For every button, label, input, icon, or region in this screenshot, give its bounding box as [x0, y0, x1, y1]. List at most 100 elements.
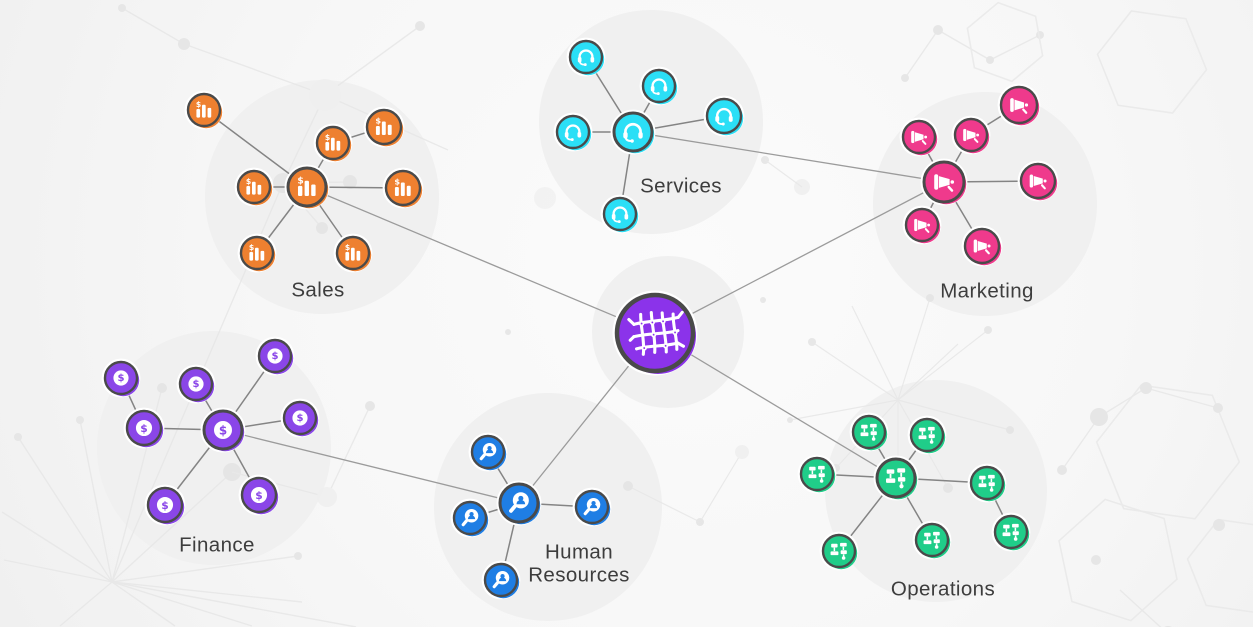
- marketing-node-3: [997, 83, 1041, 127]
- sales-node-4: $: [234, 167, 274, 207]
- marketing-node-6: [961, 225, 1003, 267]
- megaphone-icon: [911, 130, 928, 145]
- person-search-icon: [479, 442, 497, 461]
- flowchart-icon: [978, 474, 995, 492]
- operations-node-5: [991, 512, 1031, 552]
- svg-text:$: $: [117, 373, 124, 384]
- sales-node-2: $: [313, 123, 353, 163]
- megaphone-icon: [934, 174, 955, 192]
- marketing-label: Marketing: [940, 280, 1034, 303]
- headset-icon: [564, 124, 582, 142]
- sales-label: Sales: [291, 279, 344, 302]
- svg-text:$: $: [219, 424, 227, 438]
- operations-node-3: [797, 454, 837, 494]
- megaphone-icon: [914, 218, 931, 233]
- network-grid-icon: [627, 310, 686, 356]
- marketing-node-1: [899, 117, 939, 157]
- svg-text:$: $: [297, 176, 303, 186]
- hr-node-2: [450, 498, 490, 538]
- flowchart-icon: [1002, 523, 1019, 541]
- hr-label: Resources: [528, 564, 630, 587]
- marketing-node-2: [951, 115, 991, 155]
- finance-node-3: $: [176, 364, 216, 404]
- dollar-icon: $: [292, 410, 308, 426]
- finance-hub-node: $: [200, 407, 246, 453]
- megaphone-icon: [973, 239, 991, 255]
- services-hub-node: [610, 109, 656, 155]
- inter-cluster-links: [222, 131, 945, 504]
- operations-node-7: [819, 531, 859, 571]
- bar-chart-icon: $: [196, 100, 212, 118]
- svg-text:$: $: [192, 379, 199, 390]
- dollar-icon: $: [135, 419, 153, 437]
- svg-text:$: $: [255, 489, 262, 502]
- operations-label: Operations: [891, 578, 995, 601]
- sales-node-5: $: [382, 167, 424, 209]
- sales-node-6: $: [237, 233, 277, 273]
- flowchart-icon: [923, 531, 940, 549]
- marketing-hub-node: [920, 158, 968, 206]
- megaphone-icon: [1010, 98, 1029, 114]
- link-finance.0-to-hr.0: [222, 429, 520, 504]
- cluster-nodes: $ $ $ $ $ $ $ $ $ $ $ $ $ $ $ $: [101, 37, 1059, 600]
- operations-hub-node: [873, 455, 919, 501]
- svg-text:$: $: [394, 177, 400, 187]
- flowchart-icon: [830, 542, 847, 560]
- operations-node-4: [967, 463, 1007, 503]
- headset-icon: [650, 78, 668, 96]
- svg-text:$: $: [246, 177, 251, 186]
- services-node-4: [553, 112, 593, 152]
- hr-node-3: [572, 487, 612, 527]
- svg-text:$: $: [196, 100, 201, 109]
- headset-icon: [715, 107, 733, 126]
- dollar-icon: $: [267, 348, 283, 364]
- bar-chart-icon: $: [345, 243, 361, 261]
- svg-text:$: $: [140, 422, 147, 435]
- person-search-icon: [492, 570, 510, 589]
- sales-node-7: $: [333, 233, 373, 273]
- dollar-icon: $: [250, 486, 268, 504]
- flowchart-icon: [886, 468, 906, 489]
- svg-text:$: $: [296, 413, 303, 424]
- finance-node-1: $: [101, 358, 141, 398]
- services-node-2: [639, 66, 679, 106]
- sales-node-1: $: [184, 90, 224, 130]
- bar-chart-icon: $: [375, 116, 392, 136]
- central-hub-node: [612, 290, 698, 376]
- person-search-icon: [583, 497, 601, 516]
- svg-text:$: $: [325, 133, 330, 142]
- finance-node-7: $: [238, 474, 280, 516]
- services-node-1: [566, 37, 606, 77]
- sales-node-3: $: [363, 106, 405, 148]
- headset-icon: [577, 49, 595, 67]
- link-central-to-operations.0: [654, 332, 897, 479]
- bar-chart-icon: $: [325, 133, 341, 151]
- finance-node-5: $: [280, 398, 320, 438]
- hr-node-1: [468, 432, 508, 472]
- dollar-icon: $: [188, 376, 204, 392]
- bar-chart-icon: $: [249, 243, 265, 261]
- headset-icon: [623, 122, 643, 143]
- headset-icon: [611, 206, 629, 224]
- dollar-icon: $: [213, 420, 233, 440]
- flowchart-icon: [860, 423, 877, 441]
- bar-chart-icon: $: [246, 177, 262, 195]
- services-node-5: [600, 194, 640, 234]
- operations-background-circle: [825, 380, 1047, 602]
- marketing-node-4: [1017, 160, 1059, 202]
- operations-node-6: [912, 520, 952, 560]
- finance-node-6: $: [144, 484, 186, 526]
- flowchart-icon: [808, 465, 825, 483]
- bar-chart-icon: $: [394, 177, 411, 197]
- link-central-to-marketing.0: [654, 181, 945, 334]
- hr-node-4: [481, 560, 521, 600]
- hr-label: Human: [545, 541, 613, 564]
- dollar-icon: $: [156, 496, 174, 514]
- finance-node-2: $: [123, 407, 165, 449]
- link-services.0-to-marketing.0: [632, 131, 945, 183]
- svg-text:$: $: [271, 351, 278, 362]
- link-central-to-sales.0: [306, 186, 656, 334]
